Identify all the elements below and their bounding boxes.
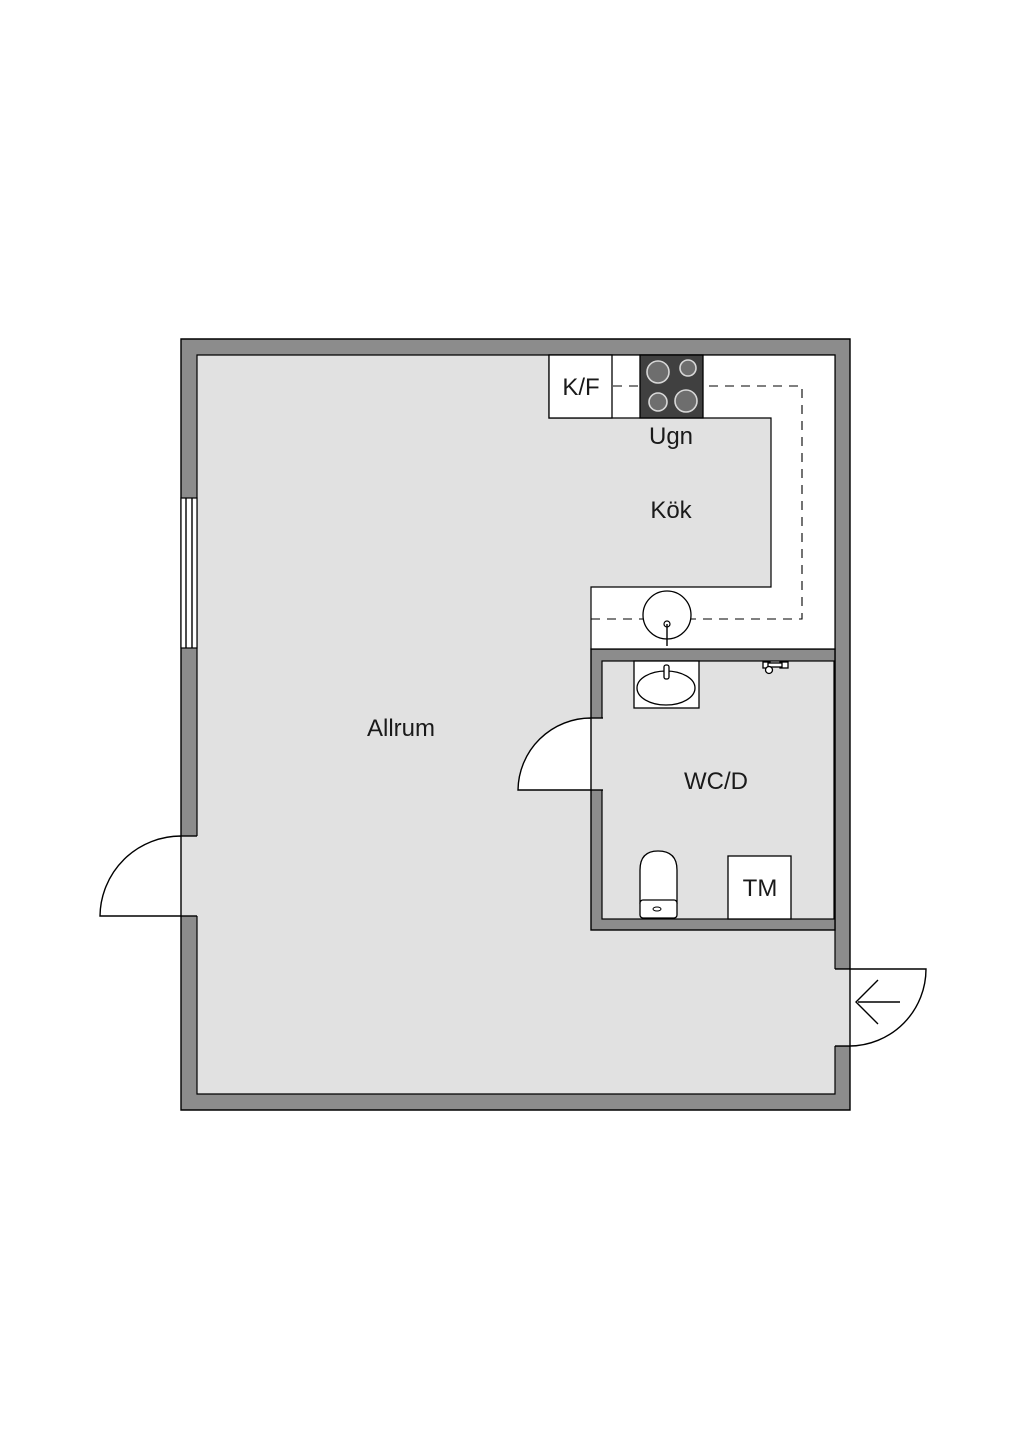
shower-tap-icon	[762, 661, 789, 675]
stove-icon	[639, 354, 704, 419]
fridge-freezer	[548, 354, 613, 419]
basin-icon	[633, 660, 700, 709]
sink-icon	[642, 590, 692, 646]
fridge-freezer-label: K/F	[562, 374, 599, 401]
bathroom-door-opening	[590, 718, 603, 790]
window	[180, 497, 198, 649]
room-label-living: Allrum	[367, 715, 435, 742]
west-door-opening	[180, 836, 198, 916]
washing-machine	[727, 855, 792, 920]
bathroom-door	[517, 717, 592, 791]
room-label-kitchen: Kök	[650, 497, 692, 524]
wall-cabinet-line	[591, 385, 803, 620]
toilet-icon	[639, 850, 678, 919]
entrance-opening	[834, 969, 851, 1046]
washing-machine-label: TM	[743, 875, 778, 902]
arrow-left-icon	[855, 979, 900, 1025]
oven-label: Ugn	[649, 423, 693, 450]
west-door	[99, 835, 182, 917]
room-label-bathroom: WC/D	[684, 768, 748, 795]
